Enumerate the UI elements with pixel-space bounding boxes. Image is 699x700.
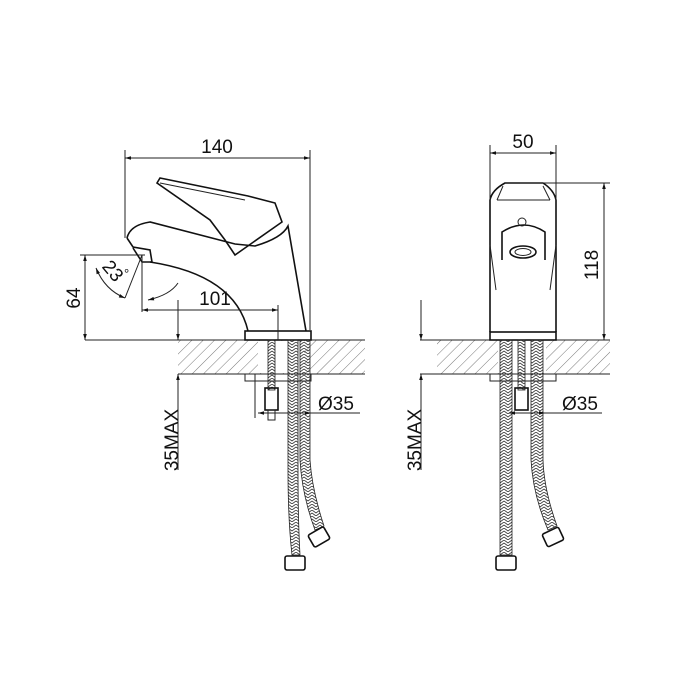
hose-nut [495,555,517,571]
hose-right [299,339,325,531]
mounting-nut [264,387,279,411]
threaded-rod [517,339,526,391]
faucet-body-front [489,182,557,341]
dim-hole-front: Ø35 [562,394,598,415]
hose-nut [307,526,331,548]
threaded-rod [267,339,276,391]
side-view: 140 64 23 ° 101 35MAX Ø35 [64,137,365,571]
degree-symbol: ° [124,266,129,281]
dim-max-thickness-front: 35MAX [405,409,426,472]
front-view: 50 118 35MAX Ø35 [405,132,610,571]
dim-width-front: 50 [512,132,533,153]
dim-width-side: 140 [201,137,233,158]
washer [244,373,312,382]
mounting-nut [514,387,529,411]
dim-max-thickness-side: 35MAX [162,409,183,472]
dim-height-side: 64 [64,287,85,309]
hose-nut [541,526,565,548]
dim-hole-side: Ø35 [318,394,354,415]
dim-reach: 101 [199,289,231,310]
faucet-body-side [126,177,312,341]
hose-nut [284,555,306,571]
hose-left [499,339,513,556]
dim-angle: 23 [97,257,127,287]
hose-right [530,339,558,531]
hose-left [287,339,301,556]
dim-height-front: 118 [582,250,603,280]
